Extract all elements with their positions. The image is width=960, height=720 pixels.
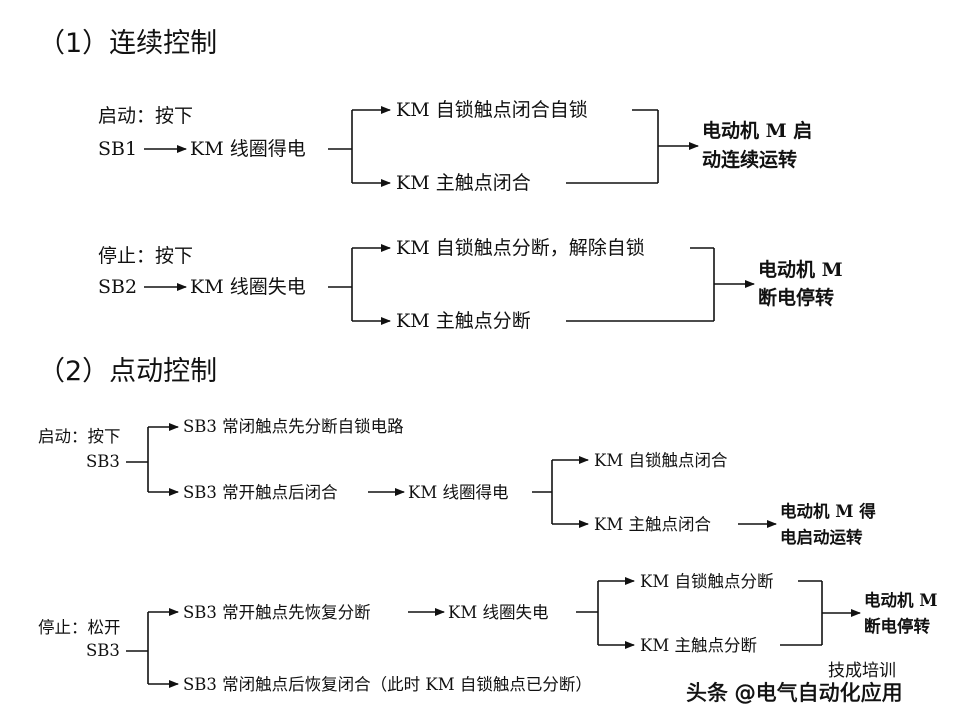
main-contact-open: KM 主触点分断	[396, 310, 531, 332]
button-sb2: SB2	[98, 276, 137, 298]
stop-label: 停止：松开	[38, 618, 121, 637]
button-sb3: SB3	[86, 641, 120, 660]
no-contact-reopens-first: SB3 常开触点先恢复分断	[183, 603, 371, 622]
self-lock-contact-open: KM 自锁触点分断	[640, 572, 773, 591]
result-motor-stop-line2: 断电停转	[758, 286, 834, 309]
result-motor-start-line1: 电动机 M 启	[702, 119, 812, 142]
jog-start-flow: 启动：按下 SB3 SB3 常闭触点先分断自锁电路 SB3 常开触点后闭合 KM…	[38, 417, 876, 547]
section-jog-control: （2）点动控制 启动：按下 SB3 SB3 常闭触点先分断自锁电路 SB3 常开…	[38, 356, 938, 694]
coil-energized: KM 线圈得电	[408, 483, 508, 502]
result-motor-start-line1: 电动机 M 得	[780, 501, 876, 521]
result-motor-start-line2: 动连续运转	[702, 148, 797, 171]
self-lock-contact-closed: KM 自锁触点闭合自锁	[396, 99, 588, 121]
main-contact-closed: KM 主触点闭合	[396, 172, 531, 194]
button-sb3: SB3	[86, 452, 120, 471]
no-contact-closes-after: SB3 常开触点后闭合	[183, 483, 338, 502]
coil-energized: KM 线圈得电	[190, 138, 306, 160]
result-motor-stop-line2: 断电停转	[864, 616, 931, 636]
coil-de-energized: KM 线圈失电	[448, 603, 548, 622]
continuous-stop-flow: 停止：按下 SB2 KM 线圈失电 KM 自锁触点分断，解除自锁 KM 主触点分…	[98, 237, 843, 332]
main-contact-closed: KM 主触点闭合	[594, 515, 711, 534]
main-contact-open: KM 主触点分断	[640, 636, 757, 655]
nc-contact-recloses-after: SB3 常闭触点后恢复闭合（此时 KM 自锁触点已分断）	[183, 675, 592, 694]
watermark-text: 头条 @电气自动化应用	[686, 681, 903, 705]
self-lock-contact-closed: KM 自锁触点闭合	[594, 451, 727, 470]
section-continuous-control: （1）连续控制 启动：按下 SB1 KM 线圈得电 KM 自锁触点闭合自锁 KM…	[38, 28, 843, 332]
watermark-faint-text: 技成培训	[828, 661, 896, 681]
nc-contact-opens-first: SB3 常闭触点先分断自锁电路	[183, 417, 404, 436]
button-sb1: SB1	[98, 138, 137, 160]
self-lock-contact-open: KM 自锁触点分断，解除自锁	[396, 237, 645, 259]
result-motor-stop-line1: 电动机 M	[864, 590, 938, 610]
section1-heading: （1）连续控制	[38, 28, 217, 59]
jog-stop-flow: 停止：松开 SB3 SB3 常开触点先恢复分断 KM 线圈失电 KM 自锁触点分…	[38, 572, 938, 694]
continuous-start-flow: 启动：按下 SB1 KM 线圈得电 KM 自锁触点闭合自锁 KM 主触点闭合 电…	[98, 99, 812, 194]
watermark: 技成培训 头条 @电气自动化应用	[686, 661, 903, 705]
section2-heading: （2）点动控制	[38, 356, 217, 387]
start-label: 启动：按下	[98, 105, 193, 127]
result-motor-stop-line1: 电动机 M	[758, 258, 843, 281]
result-motor-start-line2: 电启动运转	[780, 527, 863, 547]
start-label: 启动：按下	[38, 427, 121, 446]
coil-de-energized: KM 线圈失电	[190, 276, 306, 298]
stop-label: 停止：按下	[98, 245, 193, 267]
